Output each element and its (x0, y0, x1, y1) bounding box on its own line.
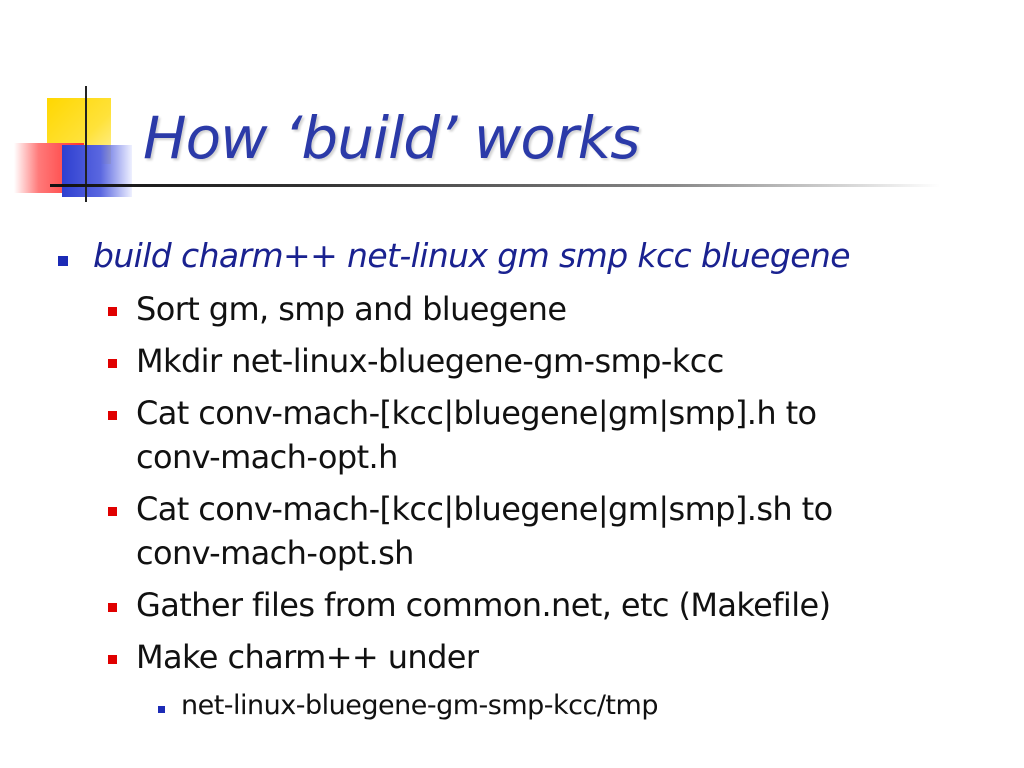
sub-bullet-text: Cat conv-mach-[kcc|bluegene|gm|smp].sh t… (136, 490, 833, 528)
bullet-marker-level3 (158, 706, 165, 713)
bullet-marker-level2 (108, 603, 117, 612)
bullet-marker-level2 (108, 411, 117, 420)
sub-bullet-text: Mkdir net-linux-bluegene-gm-smp-kcc (136, 342, 724, 380)
slide-logo-decoration (0, 0, 160, 210)
sub-bullet-text: Gather files from common.net, etc (Makef… (136, 586, 831, 624)
bullet-marker-level2 (108, 507, 117, 516)
sub-sub-bullet-text: net-linux-bluegene-gm-smp-kcc/tmp (181, 690, 658, 721)
sub-bullet-text-continued: conv-mach-opt.sh (136, 534, 414, 572)
sub-bullet-text: Sort gm, smp and bluegene (136, 290, 567, 328)
sub-bullet-text: Make charm++ under (136, 638, 479, 676)
main-bullet-text: build charm++ net-linux gm smp kcc blueg… (93, 236, 851, 275)
bullet-marker-level2 (108, 307, 117, 316)
slide-title: How ‘build’ works (143, 104, 640, 172)
sub-bullet-text: Cat conv-mach-[kcc|bluegene|gm|smp].h to (136, 394, 817, 432)
bullet-marker-level1 (58, 256, 68, 266)
sub-bullet-text-continued: conv-mach-opt.h (136, 438, 398, 476)
vertical-rule (85, 86, 87, 202)
bullet-marker-level2 (108, 655, 117, 664)
bullet-marker-level2 (108, 359, 117, 368)
title-underline (50, 184, 940, 187)
blue-square-decoration (62, 145, 132, 197)
